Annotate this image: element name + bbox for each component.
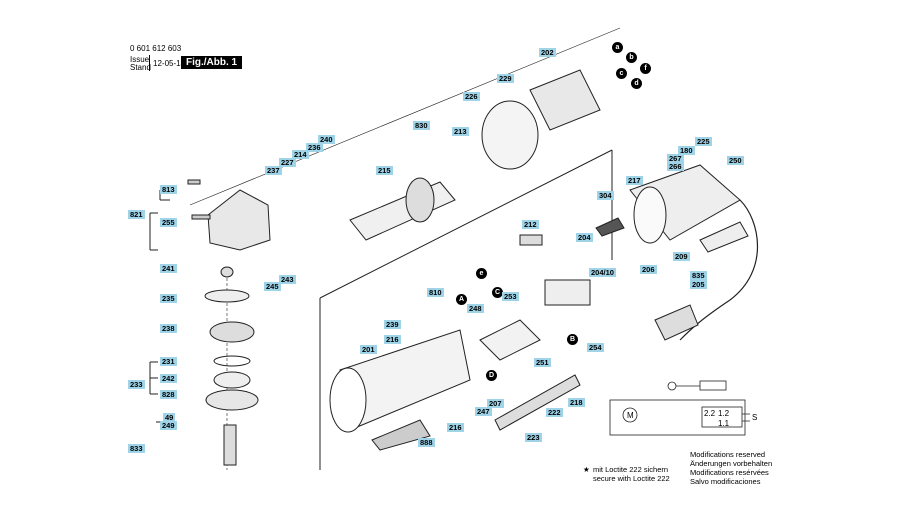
issue-date: 12-05-14 (153, 59, 186, 68)
label-254: 254 (587, 343, 604, 352)
mods-4: Salvo modificaciones (690, 477, 761, 486)
label-206: 206 (640, 265, 657, 274)
label-218: 218 (568, 398, 585, 407)
label-209: 209 (673, 252, 690, 261)
label-49: 49 (163, 413, 176, 422)
label-201: 201 (360, 345, 377, 354)
mods-1: Modifications reserved (690, 450, 766, 459)
mods-2: Änderungen vorbehalten (690, 459, 773, 468)
label-223: 223 (525, 433, 542, 442)
figure-label: Fig./Abb. 1 (181, 56, 243, 69)
label-237: 237 (265, 166, 282, 175)
label-222: 222 (546, 408, 563, 417)
label-304: 304 (597, 191, 614, 200)
label-247: 247 (475, 407, 492, 416)
part-number: 0 601 612 603 (130, 44, 182, 53)
schematic-t2: 1.2 (718, 409, 730, 418)
label-821: 821 (128, 210, 145, 219)
label-253: 253 (502, 292, 519, 301)
callout-e: e (476, 268, 487, 279)
label-830: 830 (413, 121, 430, 130)
stand-label: Stand (130, 63, 151, 72)
loctite-note-1: mit Loctite 222 sichern (593, 465, 669, 474)
schematic-motor: M (627, 411, 634, 420)
callout-B: B (567, 334, 578, 345)
label-241: 241 (160, 264, 177, 273)
label-180: 180 (678, 146, 695, 155)
label-249: 249 (160, 421, 177, 430)
label-225: 225 (695, 137, 712, 146)
label-217: 217 (626, 176, 643, 185)
label-248: 248 (467, 304, 484, 313)
callout-b: b (626, 52, 637, 63)
label-226: 226 (463, 92, 480, 101)
label-828: 233 (128, 380, 145, 389)
label-238: 238 (160, 324, 177, 333)
label-205: 205 (690, 280, 707, 289)
label-227: 227 (279, 158, 296, 167)
callout-f: f (640, 63, 651, 74)
label-267: 267 (667, 154, 684, 163)
label-216a: 216 (384, 335, 401, 344)
callout-c: c (616, 68, 627, 79)
mods-3: Modifications resérvées (690, 468, 769, 477)
callout-D: D (486, 370, 497, 381)
label-212: 212 (522, 220, 539, 229)
label-888: 888 (418, 438, 435, 447)
label-229: 229 (497, 74, 514, 83)
label-240: 240 (318, 135, 335, 144)
loctite-star-icon: ★ (583, 465, 590, 474)
label-204: 204 (576, 233, 593, 242)
label-835: 835 (690, 271, 707, 280)
label-204-10: 204/10 (589, 268, 616, 277)
label-216b: 216 (447, 423, 464, 432)
wiring-schematic (609, 380, 750, 436)
label-243: 243 (279, 275, 296, 284)
label-214: 214 (292, 150, 309, 159)
loctite-note-2: secure with Loctite 222 (593, 474, 670, 483)
label-213: 213 (452, 127, 469, 136)
label-245: 245 (264, 282, 281, 291)
callout-A: A (456, 294, 467, 305)
label-266: 266 (667, 162, 684, 171)
label-250: 250 (727, 156, 744, 165)
callout-a: a (612, 42, 623, 53)
label-810: 810 (427, 288, 444, 297)
label-207: 207 (487, 399, 504, 408)
issue-label: Issue (130, 55, 150, 64)
schematic-t3: 1.1 (718, 419, 730, 428)
label-215: 215 (376, 166, 393, 175)
schematic-t1: 2.2 (704, 409, 716, 418)
label-251: 251 (534, 358, 551, 367)
label-231: 231 (160, 357, 177, 366)
label-813: 813 (160, 185, 177, 194)
label-242: 242 (160, 374, 177, 383)
callout-d: d (631, 78, 642, 89)
callout-C: C (492, 287, 503, 298)
label-255: 255 (160, 218, 177, 227)
label-833: 833 (128, 444, 145, 453)
schematic-t4: S (752, 413, 758, 422)
label-239: 239 (384, 320, 401, 329)
label-202: 202 (539, 48, 556, 57)
label-236: 236 (306, 143, 323, 152)
header-divider (149, 55, 150, 71)
label-235: 235 (160, 294, 177, 303)
label-233: 828 (160, 390, 177, 399)
